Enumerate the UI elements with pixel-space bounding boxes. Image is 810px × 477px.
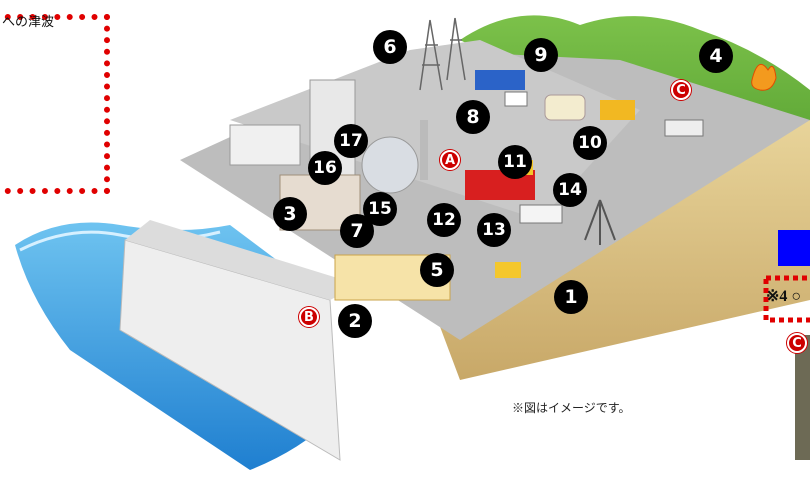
number-marker-1: 1	[554, 280, 588, 314]
number-marker-17: 17	[334, 124, 368, 158]
letter-marker-B: B	[299, 307, 319, 327]
tanks	[544, 94, 586, 121]
image-note: ※図はイメージです。	[512, 401, 631, 415]
number-marker-13: 13	[477, 213, 511, 247]
number-marker-15: 15	[363, 192, 397, 226]
letter-marker-A: A	[440, 150, 460, 170]
chimney	[420, 120, 428, 180]
number-marker-2: 2	[338, 304, 372, 338]
callout-text-left: への津波	[2, 14, 55, 29]
excavator	[600, 100, 635, 120]
white-truck	[519, 204, 563, 224]
number-marker-3: 3	[273, 197, 307, 231]
seawall	[119, 239, 341, 461]
number-marker-11: 11	[498, 145, 532, 179]
number-marker-4: 4	[699, 39, 733, 73]
number-marker-8: 8	[456, 100, 490, 134]
number-marker-12: 12	[427, 203, 461, 237]
blue-label-box	[778, 230, 810, 266]
number-marker-10: 10	[573, 126, 607, 160]
transmission-tower	[419, 17, 466, 91]
photo-thumbnail	[795, 335, 810, 460]
letter-marker-C: C	[671, 80, 691, 100]
number-marker-9: 9	[524, 38, 558, 72]
callout-text-right: ※4 ○	[766, 288, 802, 305]
fire-icon	[751, 63, 777, 91]
embankment	[430, 120, 810, 380]
truck-right	[664, 119, 704, 137]
seawall-top	[125, 220, 360, 300]
truck-blue	[475, 70, 525, 90]
dome	[361, 136, 419, 194]
number-marker-5: 5	[420, 253, 454, 287]
number-marker-6: 6	[373, 30, 407, 64]
callout-box-left	[0, 14, 110, 194]
number-marker-14: 14	[553, 173, 587, 207]
truck-white	[504, 91, 528, 107]
building-block	[229, 124, 301, 166]
yellow-loader	[495, 262, 521, 278]
letter-marker-C: C	[787, 333, 807, 353]
number-marker-16: 16	[308, 151, 342, 185]
tripod	[584, 199, 616, 245]
callout-box-right	[763, 275, 810, 323]
